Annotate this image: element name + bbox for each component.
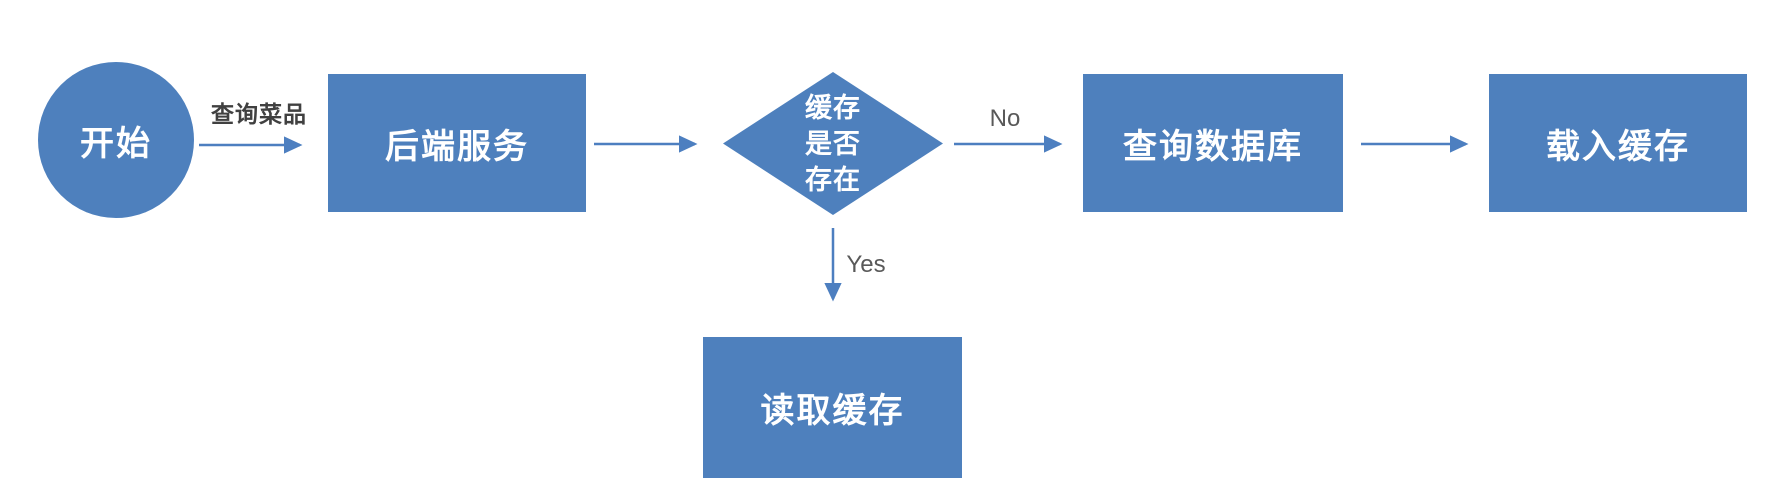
node-query-database: 查询数据库 — [1083, 74, 1343, 212]
edge-label-query-dish: 查询菜品 — [211, 101, 307, 127]
node-cache-exists-decision: 缓存 是否 存在 — [723, 72, 943, 215]
node-read-cache-label: 读取缓存 — [760, 392, 905, 430]
decision-label-line-1: 缓存 — [805, 92, 861, 123]
edge-label-yes: Yes — [846, 251, 886, 278]
node-load-cache: 载入缓存 — [1489, 74, 1747, 212]
node-backend-service: 后端服务 — [328, 74, 586, 212]
node-backend-service-label: 后端服务 — [385, 127, 529, 166]
decision-label-line-2: 是否 — [805, 128, 861, 159]
edge-label-no: No — [989, 105, 1021, 132]
node-query-database-label: 查询数据库 — [1123, 127, 1303, 166]
decision-label-line-3: 存在 — [805, 164, 861, 195]
node-start-label: 开始 — [80, 124, 152, 163]
node-load-cache-label: 载入缓存 — [1546, 127, 1690, 166]
node-start: 开始 — [38, 62, 194, 218]
node-read-cache: 读取缓存 — [703, 337, 962, 478]
